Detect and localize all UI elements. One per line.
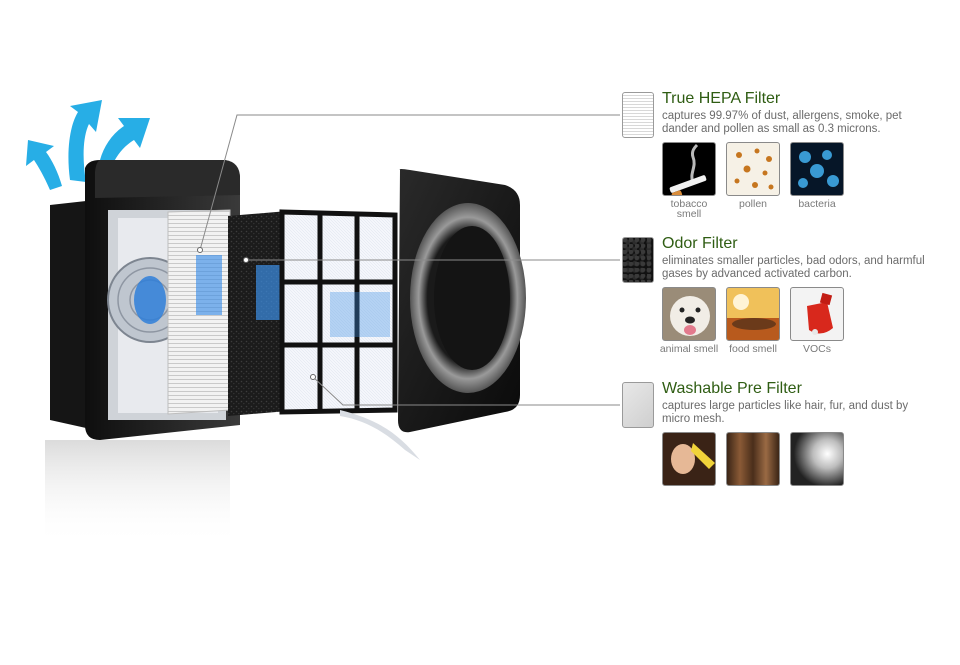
- thumbnail-food: food smell: [726, 287, 780, 354]
- thumbnail-caption: food smell: [729, 343, 777, 355]
- pre-filter-swatch-icon: [622, 382, 654, 428]
- pre-leader-dot: [310, 374, 316, 380]
- filter-title: Odor Filter: [662, 235, 738, 252]
- thumbnail-dusting: [662, 432, 716, 489]
- hepa-filter-swatch-icon: [622, 92, 654, 138]
- thumbnail-fur: [790, 432, 844, 489]
- airflow-arrows-icon: [26, 100, 150, 190]
- bacteria-photo-icon: [790, 142, 844, 196]
- thumbnail-vocs: VOCs: [790, 287, 844, 354]
- leader-lines: [199, 114, 620, 406]
- thumbnail-bacteria: bacteria: [790, 142, 844, 209]
- hepa-leader-dot: [197, 247, 203, 253]
- thumbnail-caption: tobacco smell: [670, 198, 708, 220]
- hepa-filter-layer: [167, 209, 231, 415]
- filter-description: captures 99.97% of dust, allergens, smok…: [662, 110, 902, 135]
- woman-dusting-photo-icon: [662, 432, 716, 486]
- thumbnail-tobacco: tobacco smell: [662, 142, 716, 219]
- pre-filter-layer: [279, 209, 398, 415]
- thumbnail-caption: bacteria: [798, 198, 836, 210]
- air-swoosh: [340, 410, 420, 460]
- thumbnail-animal: animal smell: [659, 287, 719, 355]
- carbon-leader-dot: [243, 257, 249, 263]
- thumbnail-caption: pollen: [738, 198, 768, 210]
- filter-title: Washable Pre Filter: [662, 380, 802, 397]
- carbon-filter-swatch-icon: [622, 237, 654, 283]
- thumbnail-caption: animal smell: [659, 343, 719, 355]
- dog-photo-icon: [662, 287, 716, 341]
- filter-description: eliminates smaller particles, bad odors,…: [662, 255, 925, 280]
- cigarette-smoke-photo-icon: [662, 142, 716, 196]
- front-panel: [398, 169, 526, 433]
- thumbnail-pollen: pollen: [726, 142, 780, 209]
- floor-reflection: [45, 440, 230, 545]
- fur-photo-icon: [790, 432, 844, 486]
- paint-spray-photo-icon: [790, 287, 844, 341]
- food-photo-icon: [726, 287, 780, 341]
- thumbnail-caption: VOCs: [802, 343, 831, 355]
- hair-photo-icon: [726, 432, 780, 486]
- filter-description: captures large particles like hair, fur,…: [662, 400, 909, 425]
- filter-title: True HEPA Filter: [662, 90, 781, 107]
- thumbnail-hair: [726, 432, 780, 489]
- pollen-photo-icon: [726, 142, 780, 196]
